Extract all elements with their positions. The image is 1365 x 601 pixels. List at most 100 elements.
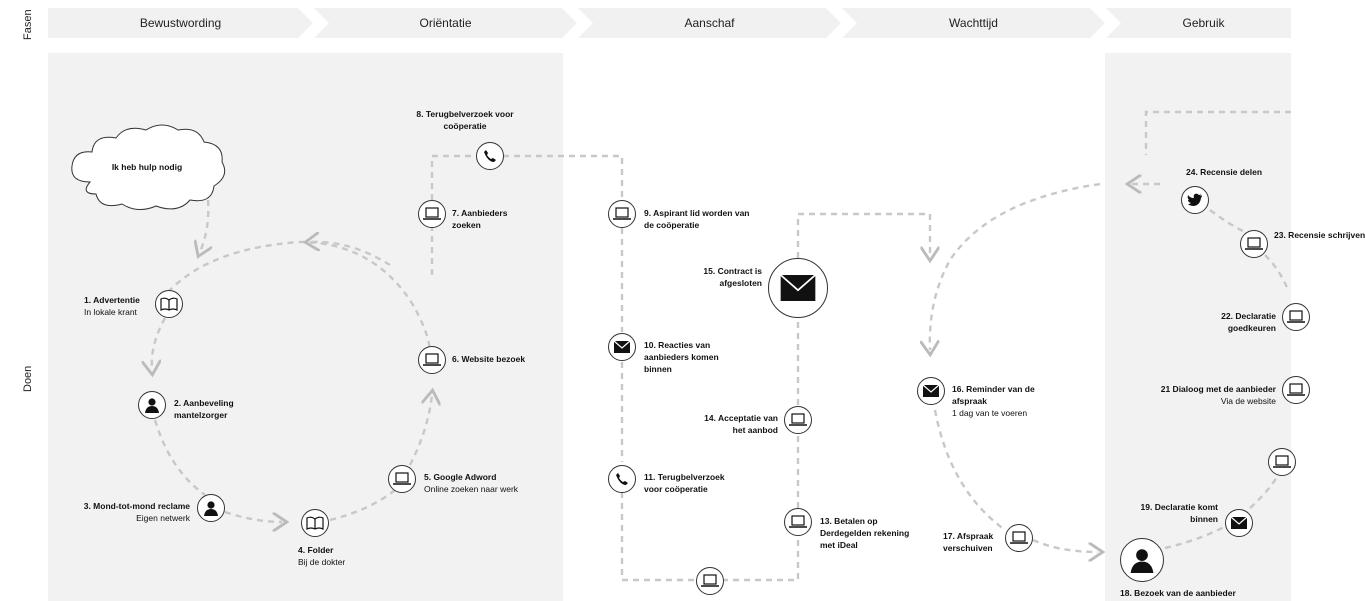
step-13-label: 13. Betalen op Derdegelden rekening met … [820,516,910,550]
mail-icon [922,384,940,397]
flow-paths [71,110,1291,582]
band-gebruik [1105,53,1291,601]
step-10-node [608,333,636,361]
book-icon [160,297,178,311]
laptop-icon [423,353,441,366]
path-15-to-wait [796,212,930,258]
path-top-right [1144,110,1291,155]
laptop-icon [393,472,411,485]
step-5-node [388,465,416,493]
person-icon [204,501,218,516]
laptop-icon [1010,531,1028,544]
step-18-label: 18. Bezoek van de aanbieder [1120,588,1236,598]
path-7-to-8 [430,154,478,200]
path-19-to-right [1249,471,1282,509]
phase-bewustwording: Bewustwording [139,16,222,30]
step-19-label: 19. Declaratie komt binnen [1140,502,1218,524]
step-8-node [476,142,504,170]
phase-gebruik: Gebruik [1182,16,1225,30]
person-icon [1130,549,1154,573]
phase-chevrons [48,8,1291,38]
step-11-label: 11. Terugbelverzoek voor coöperatie [644,472,725,494]
phone-icon [616,473,628,485]
step-17-label: 17. Afspraak verschuiven [943,531,994,553]
step-22-node [1282,303,1310,331]
step-2-label: 2. Aanbeveling mantelzorger [174,398,234,420]
path-gebruik-to-16 [930,182,1101,350]
step-2-node [138,391,166,419]
path-4-to-5 [329,489,396,522]
phase-wachttijd: Wachttijd [949,16,998,30]
phase-aanschaf: Aanschaf [684,16,735,30]
path-loop-top [167,240,432,351]
mail-icon [780,274,816,301]
step-7-node [418,200,446,228]
step-4-node [301,509,329,537]
phase-orientatie: Oriëntatie [419,16,472,30]
laptop-icon [423,207,441,220]
step-14-node [784,406,812,434]
step-11-node [608,465,636,493]
book-icon [306,516,324,530]
path-loop-top-arrow [310,242,391,267]
step-6-label: 6. Website bezoek [452,354,526,364]
step-24-node [1181,186,1209,214]
step-21-node [1282,376,1310,404]
step-12-node [696,567,724,595]
path-16-to-17 [933,409,1006,531]
step-14-label: 14. Acceptatie van het aanbod [704,413,778,435]
path-8-to-9 [503,154,624,200]
step-23-label: 23. Recensie schrijven [1274,230,1365,240]
path-1-to-2 [152,317,167,370]
step-23-node [1240,230,1268,258]
path-18-to-19 [1164,523,1229,550]
phase-bar: Bewustwording Oriëntatie Aanschaf Wachtt… [48,8,1291,38]
path-11-down [620,492,698,582]
phone-icon [484,150,496,162]
step-1-node [155,290,183,318]
laptop-icon [1273,455,1291,468]
path-3-to-4 [224,510,282,522]
laptop-icon [1245,237,1263,250]
step-8-label: 8. Terugbelverzoek voor coöperatie [416,109,514,131]
step-6-node [418,346,446,374]
path-12-to-13 [722,535,800,582]
path-5-to-6 [408,395,432,466]
mail-icon [1230,516,1248,529]
cloud-text: Ik heb hulp nodig [111,162,183,172]
step-9-node [608,200,636,228]
step-18-node [1120,538,1164,582]
cloud-shape [71,124,226,210]
laptop-icon [1287,383,1305,396]
twitter-icon [1187,193,1202,206]
step-19-node [1225,509,1253,537]
path-17-to-18 [1032,538,1098,552]
step-24-label: 24. Recensie delen [1186,167,1263,177]
path-2-to-3 [153,419,206,496]
step-15-label: 15. Contract is afgesloten [703,266,762,288]
laptop-icon [613,207,631,220]
person-icon [145,398,159,413]
step-15-node [768,258,828,318]
laptop-icon [789,515,807,528]
laptop-icon [789,413,807,426]
step-10-label: 10. Reacties van aanbieders komen binnen [644,340,719,374]
step-9-label: 9. Aspirant lid worden van de coöperatie [644,208,750,230]
step-17-node [1005,524,1033,552]
step-7-label: 7. Aanbieders zoeken [452,208,508,230]
path-24-to-23 [1209,209,1246,234]
path-23-to-22 [1264,254,1290,291]
laptop-icon [701,574,719,587]
step-20-node [1268,448,1296,476]
mail-icon [613,340,631,353]
step-22-label: 22. Declaratie goedkeuren [1221,311,1276,333]
step-3-node [197,494,225,522]
step-16-node [917,377,945,405]
laptop-icon [1287,310,1305,323]
